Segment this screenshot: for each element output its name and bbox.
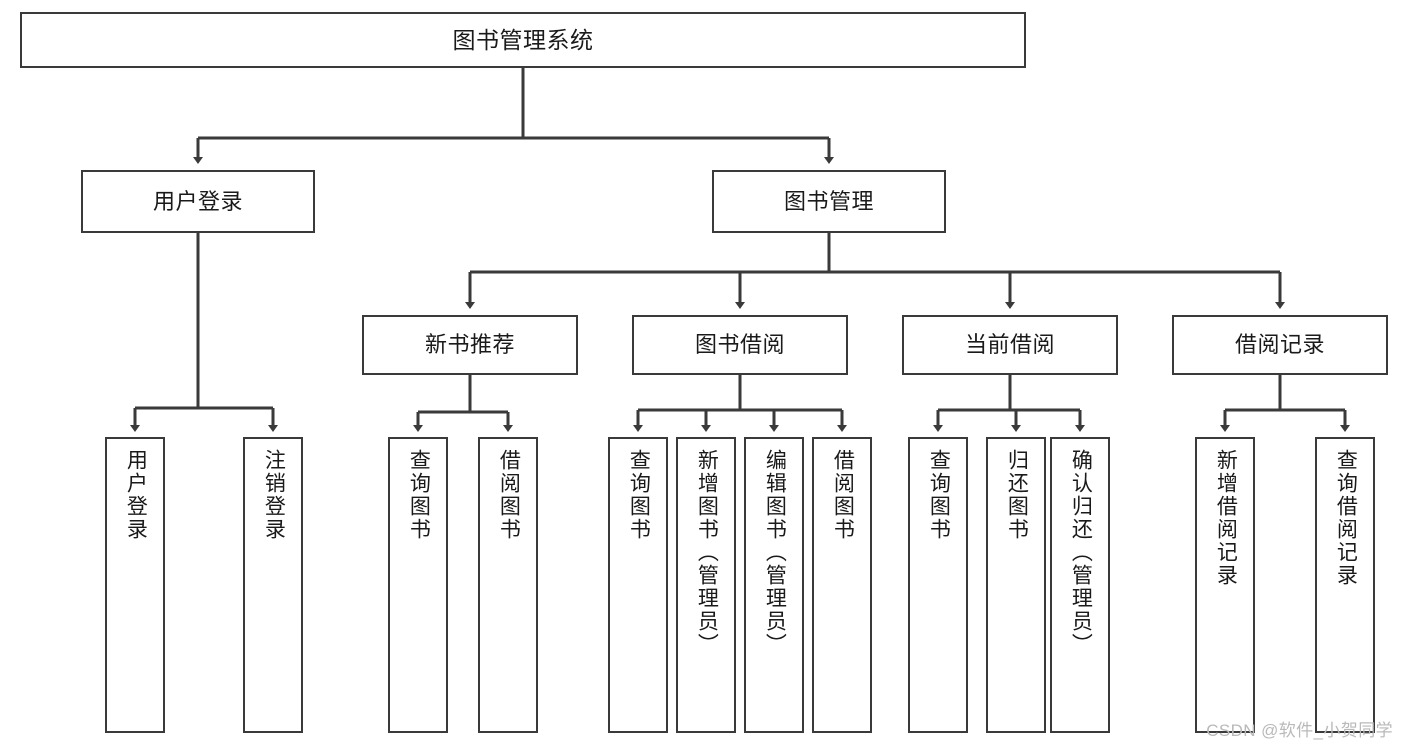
leaf-query-borrow-record[interactable]: 查询借阅记录 — [1315, 437, 1375, 733]
node-label: 图书管理 — [783, 188, 874, 214]
leaf-confirm-return-admin[interactable]: 确认归还（管理员） — [1050, 437, 1110, 733]
node-label: 查询图书 — [627, 449, 651, 541]
leaf-add-book-admin[interactable]: 新增图书（管理员） — [676, 437, 736, 733]
node-label: 编辑图书（管理员） — [763, 449, 787, 656]
node-book-borrow[interactable]: 图书借阅 — [632, 315, 848, 375]
node-label: 注销登录 — [262, 449, 286, 541]
node-label: 查询图书 — [407, 449, 431, 541]
node-root-system[interactable]: 图书管理系统 — [20, 12, 1026, 68]
leaf-edit-book-admin[interactable]: 编辑图书（管理员） — [744, 437, 804, 733]
node-label: 确认归还（管理员） — [1069, 449, 1093, 656]
watermark: CSDN @软件_小贺同学 — [1206, 721, 1393, 740]
node-current-borrow[interactable]: 当前借阅 — [902, 315, 1118, 375]
node-label: 新书推荐 — [424, 332, 515, 357]
leaf-user-login[interactable]: 用户登录 — [105, 437, 165, 733]
node-label: 借阅图书 — [497, 449, 521, 541]
node-label: 新增图书（管理员） — [695, 449, 719, 656]
node-user-login[interactable]: 用户登录 — [81, 170, 315, 233]
node-label: 借阅记录 — [1234, 332, 1325, 357]
node-label: 借阅图书 — [831, 449, 855, 541]
node-label: 查询图书 — [927, 449, 951, 541]
node-label: 图书借阅 — [694, 332, 785, 357]
node-label: 图书管理系统 — [452, 26, 594, 53]
leaf-query-book-current[interactable]: 查询图书 — [908, 437, 968, 733]
node-label: 用户登录 — [124, 449, 148, 541]
node-new-book-recommend[interactable]: 新书推荐 — [362, 315, 578, 375]
leaf-query-book-recommend[interactable]: 查询图书 — [388, 437, 448, 733]
node-label: 用户登录 — [152, 188, 243, 214]
node-book-management[interactable]: 图书管理 — [712, 170, 946, 233]
leaf-query-book-borrow[interactable]: 查询图书 — [608, 437, 668, 733]
leaf-borrow-book-recommend[interactable]: 借阅图书 — [478, 437, 538, 733]
leaf-borrow-book[interactable]: 借阅图书 — [812, 437, 872, 733]
node-borrow-record[interactable]: 借阅记录 — [1172, 315, 1388, 375]
leaf-add-borrow-record[interactable]: 新增借阅记录 — [1195, 437, 1255, 733]
node-label: 查询借阅记录 — [1334, 449, 1358, 587]
node-label: 归还图书 — [1005, 449, 1029, 541]
leaf-return-book[interactable]: 归还图书 — [986, 437, 1046, 733]
leaf-logout[interactable]: 注销登录 — [243, 437, 303, 733]
node-label: 新增借阅记录 — [1214, 449, 1238, 587]
node-label: 当前借阅 — [964, 332, 1055, 357]
